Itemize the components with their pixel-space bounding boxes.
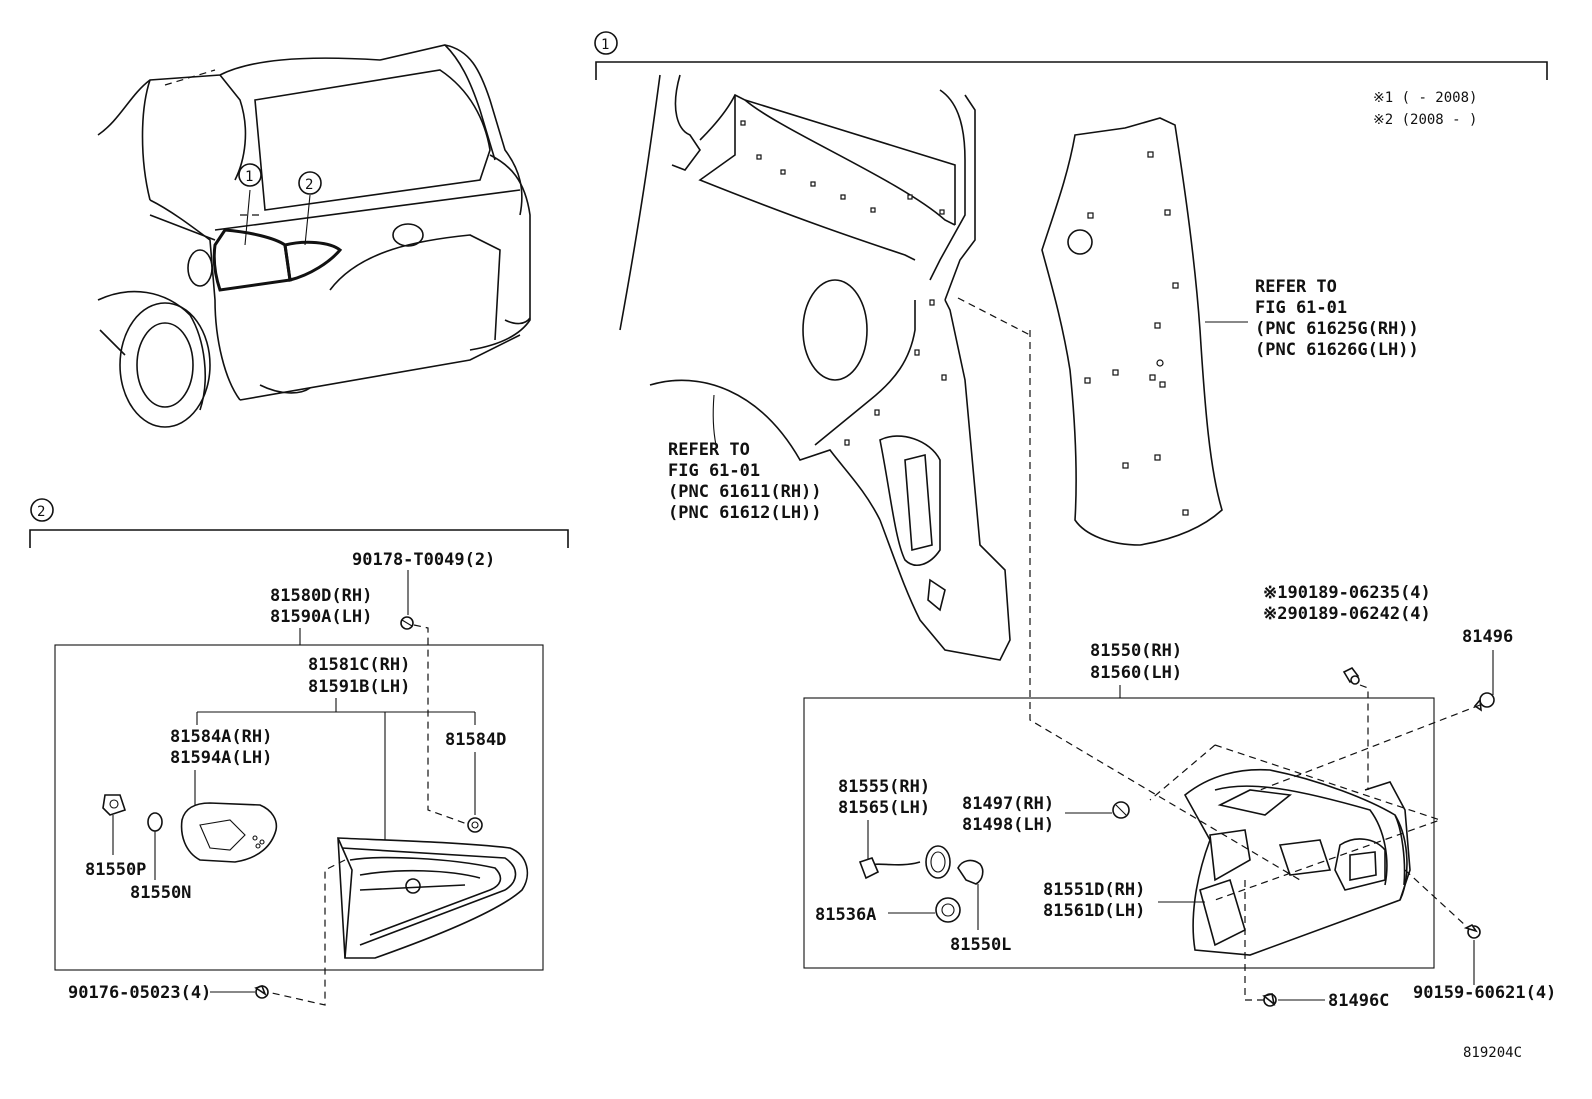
- bulb-icon: [147, 812, 163, 832]
- label-81584a-rh: 81584A(RH): [170, 727, 272, 747]
- refer-inner-line2: FIG 61-01: [1255, 298, 1347, 318]
- label-90189-06235: ※190189-06235(4): [1263, 583, 1431, 603]
- socket-icon: [935, 897, 961, 923]
- label-81536a: 81536A: [815, 905, 876, 925]
- section-1-marker: 1: [601, 37, 609, 53]
- label-81498-lh: 81498(LH): [962, 815, 1054, 835]
- label-81594a-lh: 81594A(LH): [170, 748, 272, 768]
- label-81551d-rh: 81551D(RH): [1043, 880, 1145, 900]
- screw-icon: [1342, 666, 1360, 685]
- label-81590a-lh: 81590A(LH): [270, 607, 372, 627]
- clip-icon: [1112, 801, 1130, 819]
- label-81580d-rh: 81580D(RH): [270, 586, 372, 606]
- inner-lamp-assembly-box: [54, 644, 544, 971]
- socket-icon: [102, 794, 127, 816]
- label-90178-t0049: 90178-T0049(2): [352, 550, 495, 570]
- inner-panel-icon: [1041, 117, 1223, 546]
- car-rear-view-icon: [97, 44, 531, 428]
- note-2: ※2 (2008 - ): [1373, 112, 1477, 128]
- refer-inner-line1: REFER TO: [1255, 277, 1337, 297]
- label-90159-60621: 90159-60621(4): [1413, 983, 1556, 1003]
- label-81550-rh: 81550(RH): [1090, 641, 1182, 661]
- clip-icon: [400, 616, 414, 630]
- quarter-panel-icon: [619, 74, 1011, 661]
- figure-number: 819204C: [1463, 1045, 1522, 1061]
- refer-quarter-line4: (PNC 61612(LH)): [668, 503, 822, 523]
- label-81561d-lh: 81561D(LH): [1043, 901, 1145, 921]
- clip-icon: [1473, 692, 1495, 712]
- bulb-icon: [957, 859, 984, 885]
- rear-lamp-assembly-box: [803, 697, 1435, 969]
- gasket-icon: [180, 802, 278, 863]
- note-1: ※1 ( - 2008): [1373, 90, 1477, 106]
- refer-quarter-line1: REFER TO: [668, 440, 750, 460]
- screw-icon: [1262, 993, 1277, 1007]
- socket-icon: [858, 845, 951, 880]
- rear-lamp-outer-icon: [1183, 768, 1411, 956]
- refer-inner-line3: (PNC 61625G(RH)): [1255, 319, 1419, 339]
- overview-marker-1: 1: [245, 169, 253, 185]
- clip-icon: [467, 817, 483, 833]
- label-81550l: 81550L: [950, 935, 1011, 955]
- screw-icon: [1463, 923, 1481, 939]
- screw-icon: [254, 984, 269, 999]
- label-81496: 81496: [1462, 627, 1513, 647]
- label-81550p: 81550P: [85, 860, 146, 880]
- overview-marker-2: 2: [305, 177, 313, 193]
- refer-quarter-line2: FIG 61-01: [668, 461, 760, 481]
- label-81565-lh: 81565(LH): [838, 798, 930, 818]
- label-81555-rh: 81555(RH): [838, 777, 930, 797]
- rear-lamp-inner-icon: [337, 837, 529, 959]
- label-90176-05023: 90176-05023(4): [68, 983, 211, 1003]
- section-2-marker: 2: [37, 504, 45, 520]
- label-81496c: 81496C: [1328, 991, 1389, 1011]
- label-81581c-rh: 81581C(RH): [308, 655, 410, 675]
- label-81560-lh: 81560(LH): [1090, 663, 1182, 683]
- refer-inner-line4: (PNC 61626G(LH)): [1255, 340, 1419, 360]
- refer-quarter-line3: (PNC 61611(RH)): [668, 482, 822, 502]
- label-81584d: 81584D: [445, 730, 506, 750]
- label-81591b-lh: 81591B(LH): [308, 677, 410, 697]
- label-90189-06242: ※290189-06242(4): [1263, 604, 1431, 624]
- label-81497-rh: 81497(RH): [962, 794, 1054, 814]
- label-81550n: 81550N: [130, 883, 191, 903]
